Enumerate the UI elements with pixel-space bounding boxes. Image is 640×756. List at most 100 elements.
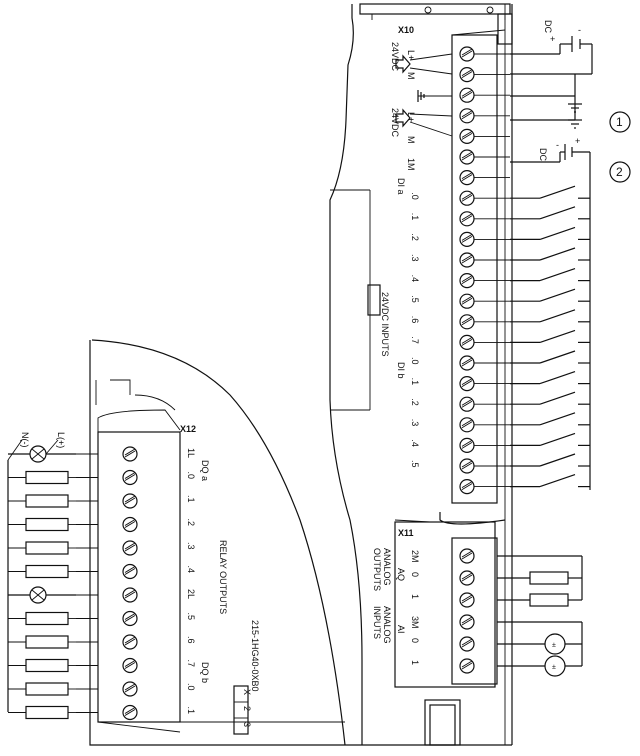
x12-output-a-5: .4: [186, 566, 196, 574]
x12-label: X12: [180, 424, 196, 434]
x11-ai-2: 1: [410, 660, 420, 665]
x11-ai-1: 0: [410, 638, 420, 643]
x10-terminal-screw: [459, 252, 475, 268]
x12-terminal-screw: [122, 469, 138, 486]
supply-n-minus: N(-): [20, 432, 30, 448]
relay-load: [8, 635, 76, 649]
x10-input-a-1: .1: [410, 213, 420, 221]
x10-terminal-screw: [459, 170, 475, 186]
x11-terminal-screw: [459, 570, 475, 586]
x12-group-b-label: DQ b: [200, 662, 210, 683]
lamp-icon: [29, 445, 47, 463]
x12-output-b-0: 2L: [186, 589, 196, 599]
x11-terminal-screw: [459, 658, 475, 674]
x10-terminal-screw: [459, 376, 475, 392]
x10-terminal-screw: [459, 396, 475, 412]
x10-input-a-7: .7: [410, 336, 420, 344]
x12-terminal-screw: [122, 681, 138, 697]
x10-power-m: M: [406, 72, 416, 80]
relay-load: [8, 494, 76, 508]
x10-terminal-screw: [459, 355, 475, 371]
x12-terminal-screw: [122, 610, 138, 627]
x10-input-a-3: .3: [410, 254, 420, 262]
x10-power-lplus: L+: [406, 50, 416, 60]
x10-group-a-label: DI a: [396, 178, 406, 195]
switch-icon: [510, 268, 590, 282]
x10-terminal-screw: [459, 314, 475, 330]
x10-terminal-screw: [459, 417, 475, 433]
x10-terminal-screw: [459, 128, 475, 144]
x10-terminal-screw: [459, 46, 475, 62]
x11-aq-0: 2M: [410, 550, 420, 563]
x11-analog-outputs-1: ANALOG: [382, 548, 392, 586]
x10-sensor-24vdc: 24VDC: [390, 108, 400, 138]
x10-terminal-screw: [459, 293, 475, 309]
relay-load: [8, 682, 76, 696]
x10-terminal-screw: [459, 149, 475, 165]
x12-output-a-3: .2: [186, 519, 196, 527]
x12-terminal-screw: [122, 493, 138, 509]
x12-output-a-0: 1L: [186, 448, 196, 458]
x12-terminal-screw: [122, 634, 138, 650]
x12-output-b-4: .0: [186, 683, 196, 691]
x11-analog-inputs-1: ANALOG: [382, 606, 392, 644]
x12-module-housing: [89, 339, 346, 746]
ground-icon: [568, 103, 582, 113]
x12-output-a-4: .3: [186, 542, 196, 550]
x10-terminal-screw: [459, 87, 475, 103]
switch-icon: [510, 371, 590, 385]
x12-terminal-screw: [122, 540, 138, 556]
dc-2-minus: -: [556, 140, 559, 150]
x11-external-wiring: ± ±: [497, 555, 583, 677]
tag-2: 2: [242, 706, 252, 711]
x12-labels: 1L.0.1.2.3.42L.5.6.7.0.1 DQ a DQ b RELAY…: [186, 448, 260, 735]
x10-inputs-label: 24VDC INPUTS: [380, 292, 390, 357]
x10-terminal-screw: [459, 66, 475, 83]
x11-terminal-screw: [459, 592, 475, 608]
x11-aq-label: AQ: [396, 568, 406, 581]
x11-aq-2: 1: [410, 594, 420, 599]
ground-icon: [568, 119, 582, 129]
module-tag: X 2 3: [233, 685, 252, 735]
x12-terminal-block: X12: [122, 424, 196, 721]
x11-aq-1: 0: [410, 572, 420, 577]
relay-load: [8, 705, 76, 720]
switch-icon: [510, 185, 590, 199]
relay-load: [8, 517, 76, 532]
x10-input-b-4: .4: [410, 439, 420, 447]
x10-common: 1M: [406, 158, 416, 171]
x10-terminal-screw: [459, 458, 475, 474]
x10-terminal-screw: [459, 273, 475, 289]
lamp-icon: [29, 586, 47, 604]
x12-group-a-label: DQ a: [200, 460, 210, 481]
x10-terminal-screw: [459, 190, 475, 206]
x11-label: X11: [398, 528, 414, 538]
x12-output-b-5: .1: [186, 707, 196, 715]
switch-icon: [510, 453, 590, 467]
switch-icon: [510, 474, 590, 488]
x10-terminal-screw: [459, 334, 475, 350]
relay-load: [8, 658, 76, 673]
x12-output-a-1: .0: [186, 472, 196, 480]
x10-sensor-m: M: [406, 136, 416, 144]
x10-terminal-block: X10: [398, 25, 506, 504]
svg-text:±: ±: [552, 664, 556, 671]
x11-terminal-screw: [459, 636, 475, 652]
dc-1-plus: +: [550, 34, 555, 44]
x10-labels: L+ M 24VDC L+ M 24VDC 1M DI a DI b 24VDC…: [380, 42, 420, 468]
svg-text:±: ±: [552, 642, 556, 649]
x12-external-wiring: L(+) N(-): [7, 432, 98, 720]
switch-icon: [510, 391, 590, 405]
dc-2-plus: +: [575, 136, 580, 146]
switch-icon: [510, 329, 590, 343]
analog-output-load-0: [529, 571, 569, 585]
x11-ai-label: AI: [396, 625, 406, 634]
x10-input-a-2: .2: [410, 233, 420, 241]
x10-input-b-3: .3: [410, 419, 420, 427]
analog-output-load-1: [529, 593, 569, 607]
switch-icon: [510, 350, 590, 364]
dc-supply-1: DC + -: [510, 20, 593, 75]
x10-power-24vdc: 24VDC: [390, 42, 400, 72]
x10-input-b-5: .5: [410, 460, 420, 468]
